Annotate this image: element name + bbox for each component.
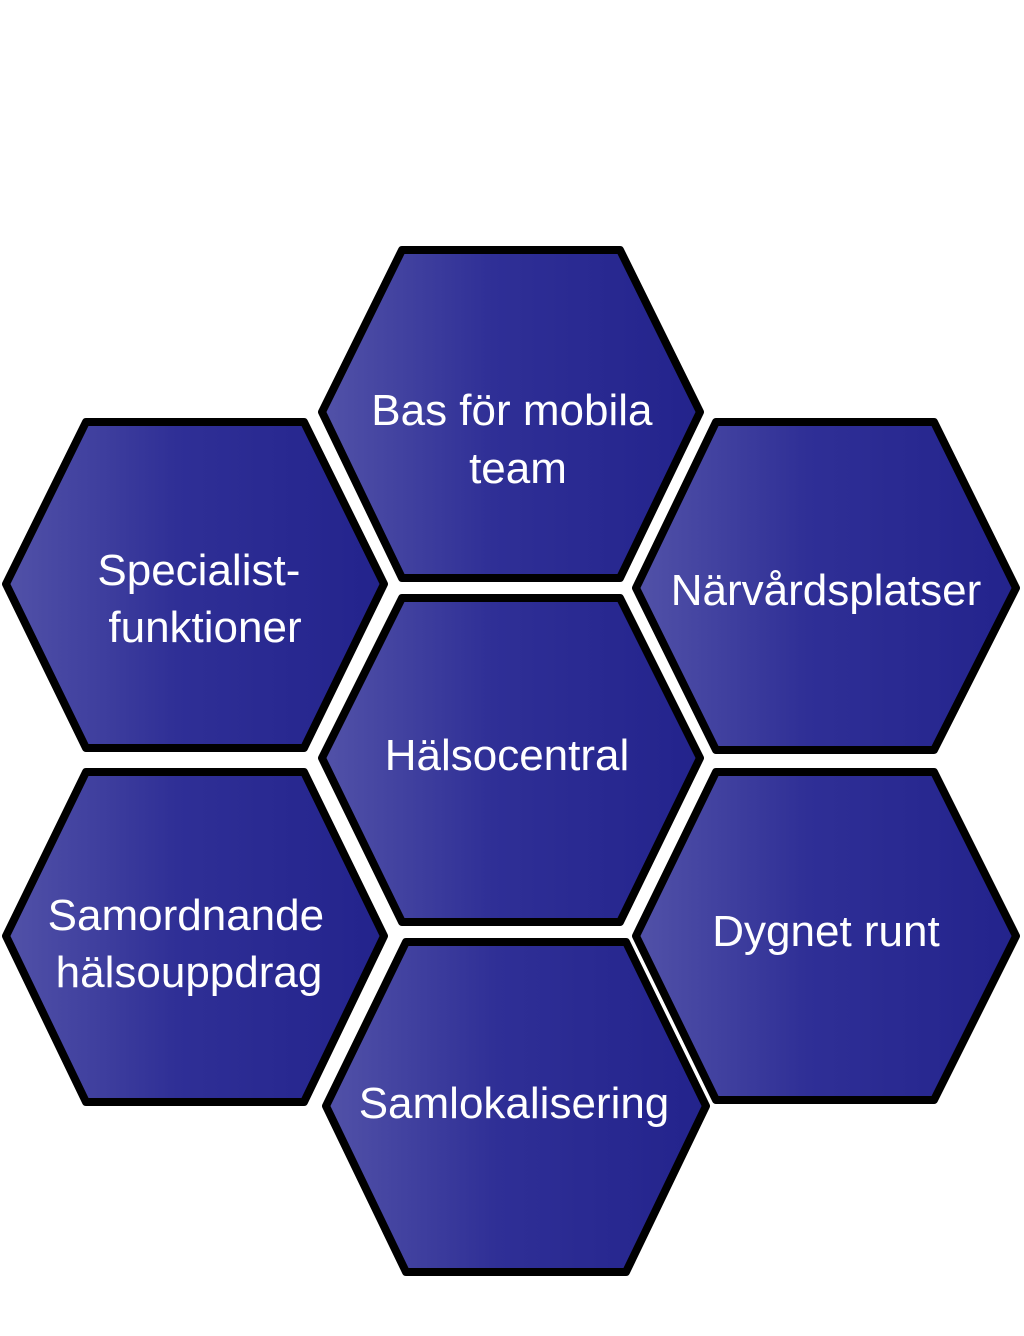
hexagon-top-line-2: team (469, 444, 567, 493)
hexagon-center-shape (318, 594, 704, 926)
hexagon-upper-right-shape (632, 418, 1020, 754)
hexagon-lower-right-line-1: Dygnet runt (712, 907, 939, 956)
hexagon-top-line-1: Bas för mobila (371, 386, 653, 435)
hexagon-bottom-shape (322, 938, 710, 1276)
hexagon-lower-right-label: Dygnet runt (712, 907, 939, 956)
hexagon-bottom: Samlokalisering (322, 938, 710, 1276)
hexagon-bottom-label: Samlokalisering (359, 1079, 670, 1128)
hexagon-upper-left-line-2: funktioner (108, 603, 301, 652)
hexagon-upper-right-line-1: Närvårdsplatser (671, 566, 982, 615)
hexagon-bottom-line-1: Samlokalisering (359, 1079, 670, 1128)
hexagon-lower-left-label: Samordnande hälsouppdrag (48, 891, 337, 997)
hexagon-lower-left: Samordnande hälsouppdrag (2, 768, 388, 1106)
hexagon-top-shape (318, 246, 704, 582)
hexagon-upper-right-label: Närvårdsplatser (671, 566, 982, 615)
hexagon-upper-left-label: Specialist- funktioner (97, 546, 312, 652)
hexagon-upper-left-line-1: Specialist- (97, 546, 300, 595)
hexagon-lower-right: Dygnet runt (632, 768, 1020, 1104)
hexagon-lower-left-shape (2, 768, 388, 1106)
hexagon-top: Bas för mobila team (318, 246, 704, 582)
hexagon-upper-right: Närvårdsplatser (632, 418, 1020, 754)
hexagon-upper-left-shape (2, 418, 388, 752)
hexagon-center: Hälsocentral (318, 594, 704, 926)
hexagon-lower-left-line-2: hälsouppdrag (56, 948, 323, 997)
hexagon-center-line-1: Hälsocentral (385, 731, 630, 780)
hexagon-top-label: Bas för mobila team (371, 386, 664, 493)
hexagon-center-label: Hälsocentral (385, 731, 630, 780)
hexagon-lower-right-shape (632, 768, 1020, 1104)
hexagon-lower-left-line-1: Samordnande (48, 891, 324, 940)
hexagon-upper-left: Specialist- funktioner (2, 418, 388, 752)
